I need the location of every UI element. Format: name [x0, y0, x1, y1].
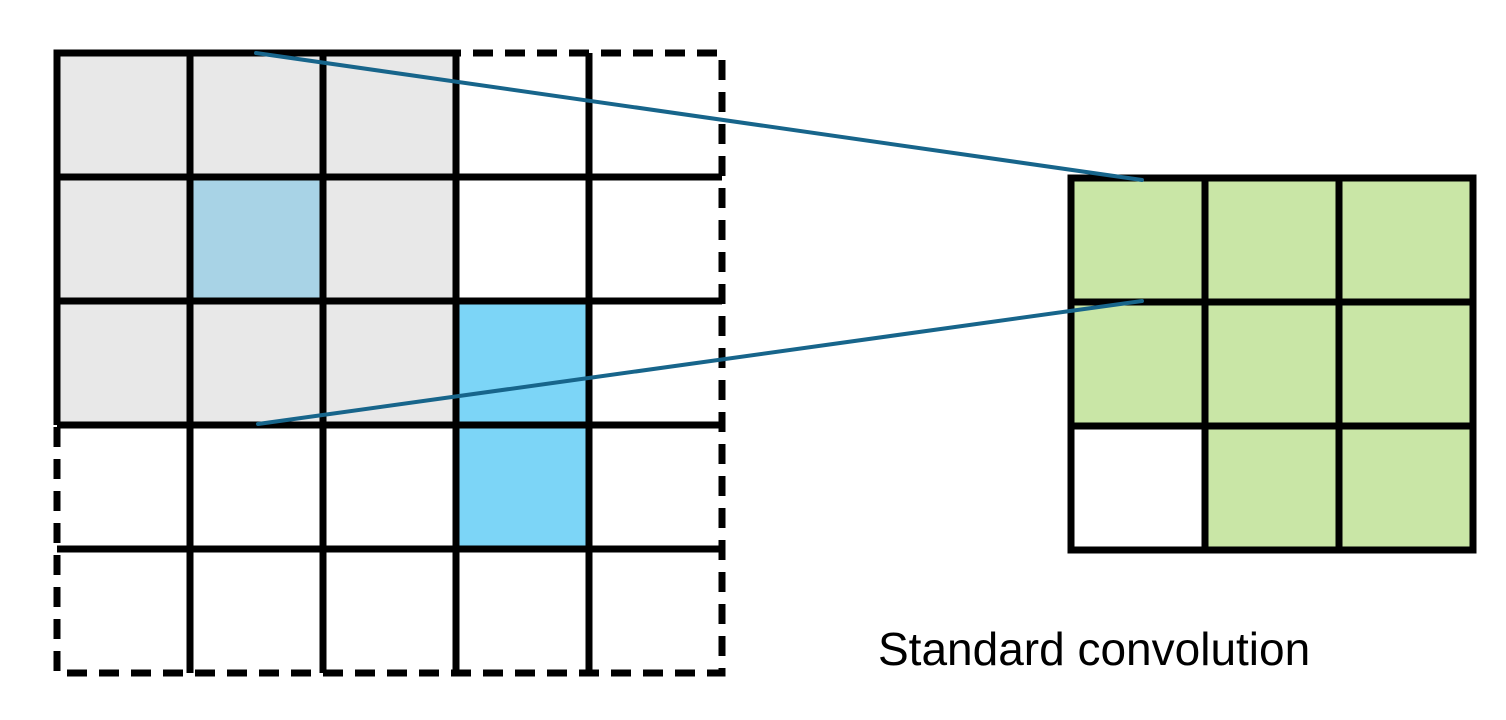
connector-upper — [254, 51, 1144, 182]
input-cell-receptive-r2c0 — [57, 301, 190, 425]
input-cell-receptive-r2c1 — [190, 301, 323, 425]
input-cell-receptive-r1c2 — [323, 177, 456, 301]
input-cell-highlight-r2c3 — [456, 301, 589, 425]
output-feature-map — [1067, 174, 1477, 554]
connector-lines — [254, 51, 1144, 426]
connector-lower — [256, 299, 1144, 426]
output-cell-output-r0c0 — [1071, 178, 1205, 302]
input-cell-receptive-r1c0 — [57, 177, 190, 301]
output-cell-output-r1c0 — [1071, 302, 1205, 426]
output-cell-output-r1c1 — [1205, 302, 1339, 426]
output-cell-output-r2c1 — [1205, 426, 1339, 550]
output-grid-outer-border — [1067, 174, 1477, 554]
input-cell-receptive-r0c0 — [57, 53, 190, 177]
output-cell-output-r0c2 — [1339, 178, 1473, 302]
input-cell-receptive-r0c1 — [190, 53, 323, 177]
input-cell-center-r1c1 — [190, 177, 323, 301]
input-feature-map — [53, 49, 726, 677]
output-cell-output-r1c2 — [1339, 302, 1473, 426]
caption-standard-convolution: Standard convolution — [878, 623, 1310, 675]
input-cell-highlight-r3c3 — [456, 425, 589, 549]
output-cell-output-r0c1 — [1205, 178, 1339, 302]
output-cell-output-r2c2 — [1339, 426, 1473, 550]
